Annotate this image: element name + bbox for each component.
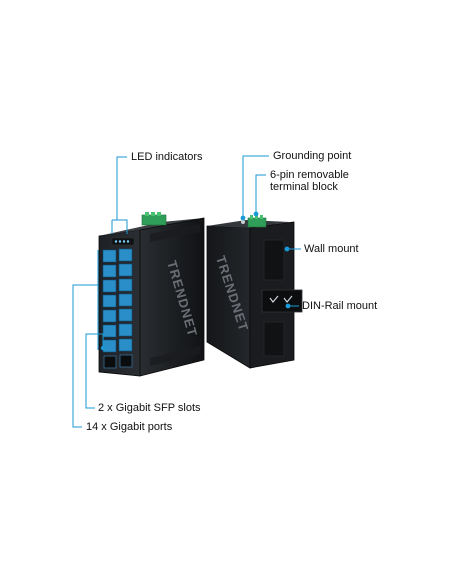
callout-terminal-block-line2: terminal block	[270, 181, 338, 193]
callout-terminal-block-line1: 6-pin removable	[270, 169, 349, 181]
din-rail-clip	[261, 289, 303, 313]
callout-grounding-point: Grounding point	[273, 150, 352, 162]
terminal-block-rear	[247, 215, 267, 228]
rj45-ports	[102, 248, 133, 353]
led-strip	[111, 237, 135, 246]
terminal-block-front	[141, 212, 167, 226]
callout-dots	[100, 211, 291, 351]
rear-unit: TRENDNET	[206, 215, 303, 369]
callout-gigabit-ports: 14 x Gigabit ports	[86, 421, 173, 433]
front-unit: TRENDNET	[98, 212, 205, 377]
callout-sfp-slots: 2 x Gigabit SFP slots	[98, 402, 201, 414]
sfp-slots	[103, 354, 133, 369]
callout-led-indicators: LED indicators	[131, 151, 203, 163]
grounding-screw	[241, 220, 245, 224]
callout-din-rail-mount: DIN-Rail mount	[302, 300, 378, 312]
callout-wall-mount: Wall mount	[304, 243, 359, 255]
